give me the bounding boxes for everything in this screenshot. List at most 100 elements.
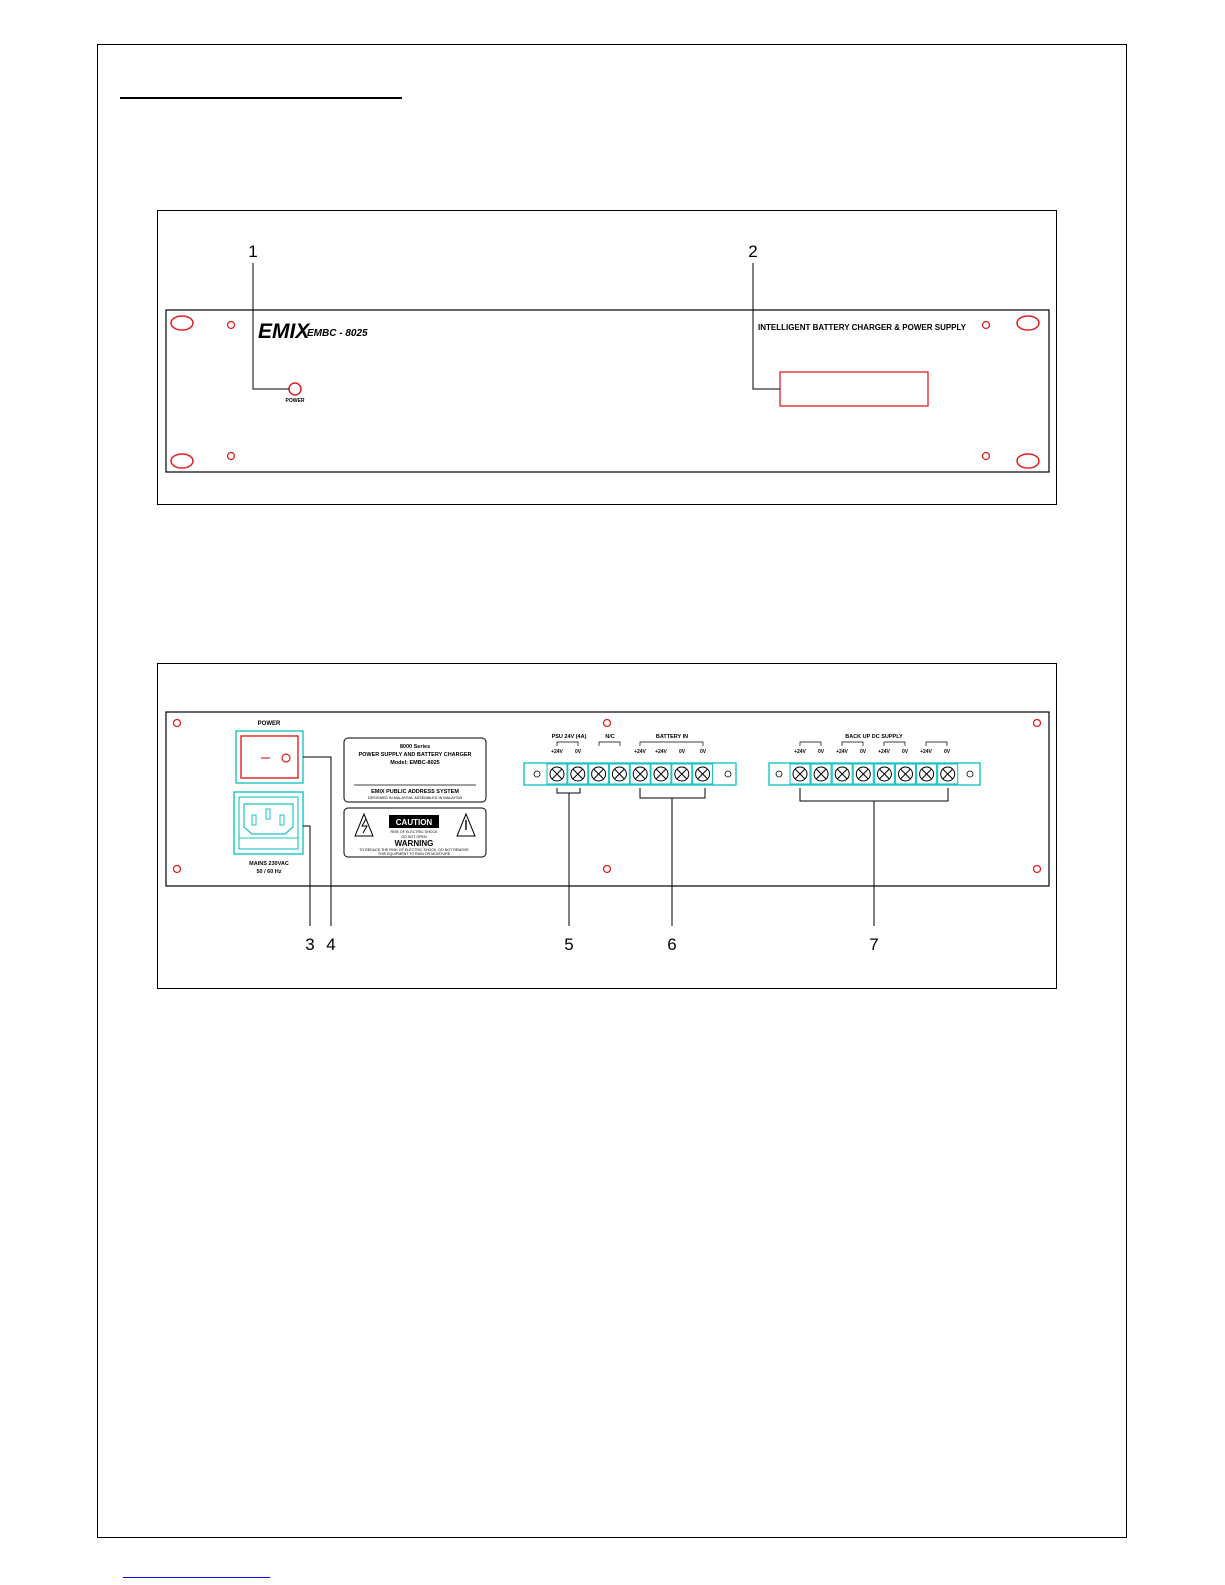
callout-6: 6: [667, 935, 676, 954]
terminal-screw: [608, 763, 630, 785]
terminal-screw: [894, 763, 917, 785]
power-switch-rocker: [240, 735, 299, 779]
mounting-hole: [775, 770, 783, 778]
terminal-block-right: [768, 762, 981, 786]
footer-link-underline: [123, 1577, 270, 1578]
caution-banner: [389, 815, 439, 828]
rear-panel-figure: POWER MAINS 230VAC 50 / 60 Hz 8000 Serie…: [157, 663, 1057, 989]
screw-hole: [172, 864, 182, 874]
callout-line-1: [252, 263, 289, 390]
callout-3: 3: [305, 935, 314, 954]
switch-on-mark: [281, 753, 291, 763]
rack-slot-top-left: [170, 315, 194, 331]
terminal-screw: [873, 763, 895, 785]
terminal-label: 0V: [944, 749, 951, 755]
callout-4: 4: [326, 935, 335, 954]
callout-1: 1: [248, 242, 257, 261]
terminal-screw: [916, 763, 938, 785]
group-bracket: [598, 741, 621, 746]
exclamation-warning-icon: [456, 812, 476, 837]
terminal-screw: [810, 763, 832, 785]
mains-inlet-housing: [233, 791, 304, 855]
terminal-label: +24V: [794, 749, 806, 755]
nc-group-label: N/C: [605, 734, 615, 740]
terminal-label: +24V: [878, 749, 890, 755]
terminal-label: +24V: [836, 749, 848, 755]
screw-hole: [602, 864, 612, 874]
screw-hole: [981, 451, 991, 461]
terminal-screw: [789, 763, 811, 785]
group-bracket: [799, 741, 822, 746]
label-title: POWER SUPPLY AND BATTERY CHARGER: [358, 752, 471, 758]
terminal-label: 0V: [818, 749, 825, 755]
terminal-label: +24V: [634, 749, 646, 755]
power-switch-housing: [235, 730, 304, 784]
group-bracket: [883, 741, 906, 746]
callout-line-3: [303, 825, 311, 926]
terminal-strip-right: [768, 762, 981, 786]
mains-voltage-label: MAINS 230VAC: [249, 861, 289, 867]
callout-line-7: [799, 788, 949, 926]
caution-label-plate: [343, 807, 487, 858]
label-company: EMIX PUBLIC ADDRESS SYSTEM: [371, 789, 459, 795]
terminal-screw: [852, 763, 874, 785]
label-registration: DESIGNED IN MALAYSIA, ASSEMBLED IN MALAY…: [368, 796, 463, 800]
front-panel-drawing: EMIX EMBC - 8025 INTELLIGENT BATTERY CHA…: [165, 242, 1050, 473]
iec-socket: [243, 803, 294, 835]
warning-text: WARNING: [395, 839, 434, 848]
terminal-screw: [671, 763, 693, 785]
terminal-screw: [567, 763, 589, 785]
power-led-label: POWER: [286, 398, 305, 404]
brand-logo: EMIX: [258, 320, 311, 343]
caution-sub-2: DO NOT OPEN: [401, 835, 426, 839]
terminal-screw: [546, 763, 568, 785]
terminal-label: 0V: [679, 749, 686, 755]
terminal-label: 0V: [902, 749, 909, 755]
backup-dc-group-label: BACK UP DC SUPPLY: [845, 734, 903, 740]
callout-line-4: [303, 756, 332, 926]
callout-2: 2: [748, 242, 757, 261]
iec-pin-live: [251, 814, 257, 826]
warning-sub-2: THIS EQUIPMENT TO RAIN OR MOISTURE: [378, 852, 451, 856]
rear-faceplate: [165, 711, 1050, 887]
product-tagline: INTELLIGENT BATTERY CHARGER & POWER SUPP…: [758, 323, 967, 332]
iec-pin-neutral: [279, 814, 285, 826]
front-panel-figure: EMIX EMBC - 8025 INTELLIGENT BATTERY CHA…: [157, 210, 1057, 505]
page-frame: [97, 44, 1127, 1538]
warning-sub-1: TO REDUCE THE RISK OF ELECTRIC SHOCK, DO…: [359, 848, 469, 852]
power-switch-label: POWER: [258, 721, 281, 727]
terminal-label: +24V: [920, 749, 932, 755]
terminal-screws-left: [546, 763, 714, 785]
terminal-screw: [650, 763, 672, 785]
caution-text: CAUTION: [396, 818, 433, 827]
callout-line-5: [556, 788, 581, 926]
callout-line-2: [752, 263, 780, 390]
rack-slot-bottom-left: [170, 453, 194, 469]
terminal-label: +24V: [655, 749, 667, 755]
screw-hole: [981, 320, 991, 330]
terminal-screw: [937, 763, 959, 785]
screw-hole: [226, 320, 236, 330]
iec-pin-earth: [265, 808, 271, 820]
battery-in-group-label: BATTERY IN: [656, 734, 688, 740]
terminal-label: +24V: [551, 749, 563, 755]
callout-line-6: [639, 788, 706, 926]
shock-hazard-icon: [354, 812, 374, 837]
screw-hole: [226, 451, 236, 461]
screw-hole: [172, 718, 182, 728]
rack-slot-bottom-right: [1016, 453, 1040, 469]
section-heading-underline: [120, 97, 402, 99]
group-bracket: [639, 741, 704, 746]
terminal-strip-left: [523, 762, 737, 786]
terminal-screws-right: [789, 763, 959, 785]
front-faceplate: [165, 309, 1050, 473]
terminal-screw: [588, 763, 610, 785]
mains-inlet-frame: [238, 796, 299, 850]
screw-hole: [1032, 864, 1042, 874]
group-bracket: [925, 741, 948, 746]
terminal-screw: [629, 763, 651, 785]
terminal-block-left: [523, 762, 737, 786]
callout-7: 7: [869, 935, 878, 954]
psu-output-group-label: PSU 24V (4A): [552, 734, 587, 740]
